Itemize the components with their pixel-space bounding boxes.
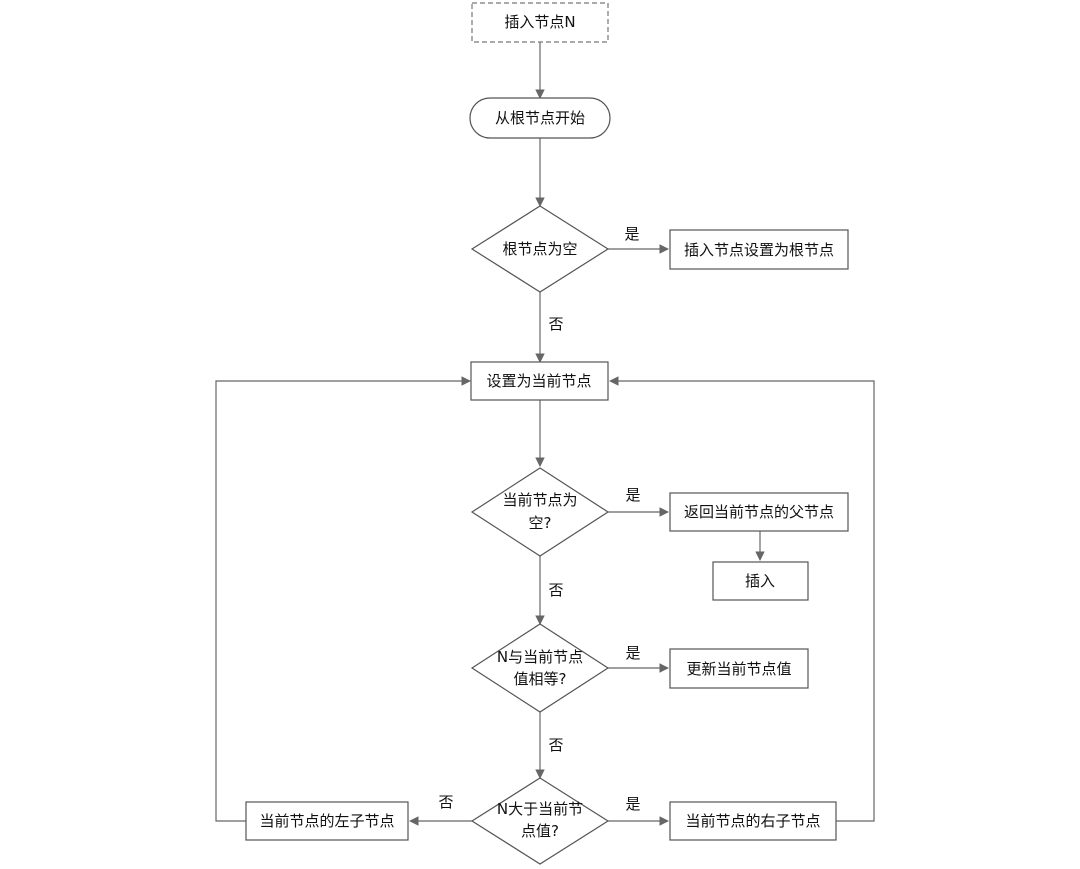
edge-right-child-loop-to-set-current [609, 376, 875, 822]
edge-left-child-loop-to-set-current [215, 376, 471, 822]
node-current-empty-label-1: 当前节点为 [502, 491, 577, 509]
node-current-empty-label-2: 空? [529, 514, 552, 532]
label-greater-no: 否 [438, 793, 453, 811]
node-current-empty-decision: 当前节点为 空? [470, 467, 610, 557]
node-update-value-label: 更新当前节点值 [686, 660, 791, 678]
node-greater-label-2: 点值? [521, 822, 559, 840]
label-root-empty-yes: 是 [624, 225, 639, 243]
node-set-current-label: 设置为当前节点 [486, 372, 591, 390]
node-root-empty-label: 根节点为空 [502, 240, 577, 258]
label-root-empty-no: 否 [548, 315, 563, 333]
node-set-root-label: 插入节点设置为根节点 [684, 241, 834, 259]
node-greater-decision: N大于当前节 点值? [470, 777, 610, 865]
node-equal-decision: N与当前节点 值相等? [470, 623, 610, 713]
label-equal-yes: 是 [625, 644, 640, 662]
node-insert-label: 插入 [745, 572, 775, 590]
node-equal-label-1: N与当前节点 [497, 648, 583, 666]
node-equal-label-2: 值相等? [514, 670, 567, 688]
node-right-child: 当前节点的右子节点 [669, 801, 837, 841]
nodes: 插入节点N 从根节点开始 根节点为空 插入节点设置为根节点 设置为当前节点 当前… [245, 2, 849, 865]
edges [215, 42, 875, 826]
node-left-child: 当前节点的左子节点 [245, 801, 409, 841]
label-current-empty-no: 否 [548, 581, 563, 599]
label-equal-no: 否 [548, 736, 563, 754]
node-left-child-label: 当前节点的左子节点 [259, 812, 394, 830]
label-greater-yes: 是 [625, 795, 640, 813]
label-current-empty-yes: 是 [625, 486, 640, 504]
node-start-label: 插入节点N [504, 13, 575, 31]
node-set-root: 插入节点设置为根节点 [669, 229, 849, 270]
node-update-value: 更新当前节点值 [669, 648, 809, 689]
node-right-child-label: 当前节点的右子节点 [685, 812, 820, 830]
node-insert: 插入 [712, 561, 809, 601]
edge-labels: 是 否 是 否 是 否 是 否 [438, 225, 640, 813]
node-from-root-label: 从根节点开始 [495, 109, 585, 127]
node-return-parent-label: 返回当前节点的父节点 [684, 503, 834, 521]
node-return-parent: 返回当前节点的父节点 [669, 492, 849, 532]
node-set-current: 设置为当前节点 [470, 361, 609, 401]
node-start: 插入节点N [471, 2, 609, 43]
node-greater-label-1: N大于当前节 [497, 800, 583, 818]
node-from-root: 从根节点开始 [469, 97, 611, 139]
node-root-empty-decision: 根节点为空 [470, 205, 610, 293]
